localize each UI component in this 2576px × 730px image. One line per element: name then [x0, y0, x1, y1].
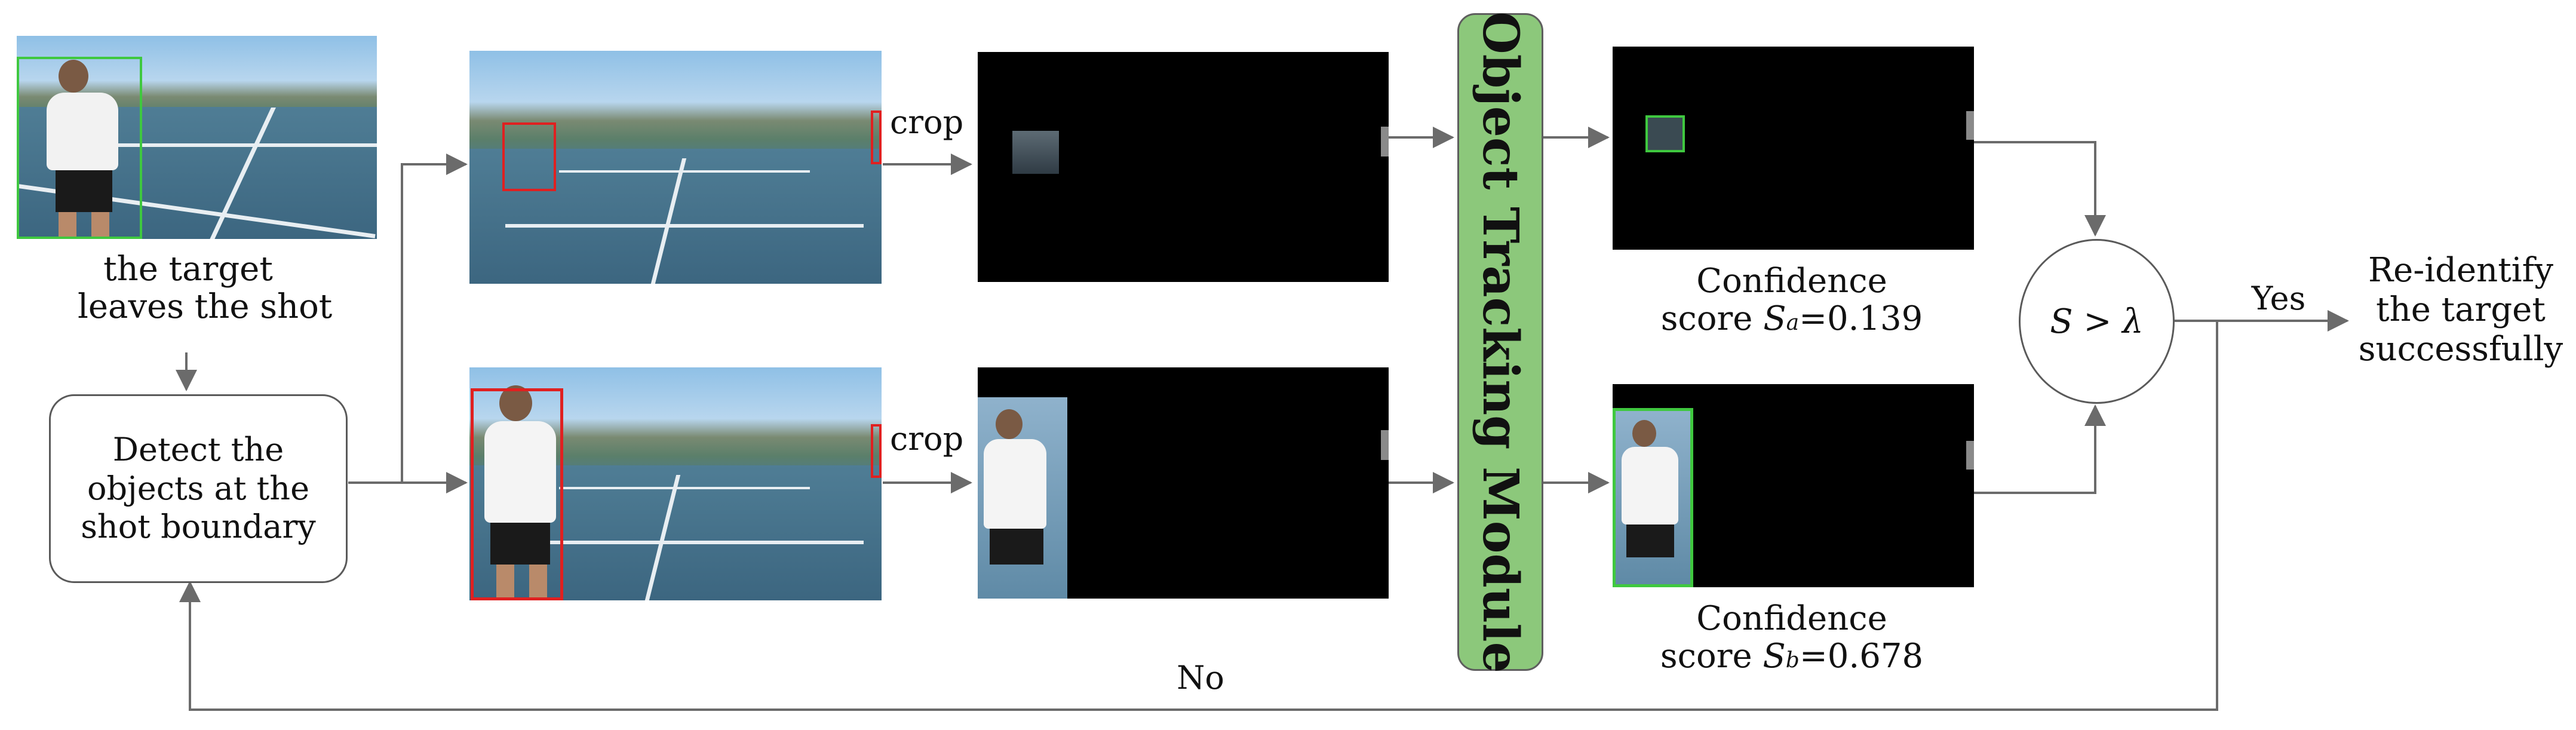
- result-label: Re-identify the target successfully: [2358, 251, 2563, 369]
- arrow-out-top-to-cond: [1974, 141, 2106, 237]
- threshold-condition-node: S > λ: [2019, 239, 2175, 404]
- output-panel-bottom: [1613, 384, 1974, 587]
- cropped-panel-top: [978, 52, 1389, 282]
- detected-person-box-right-bottom: [871, 424, 882, 478]
- object-tracking-module: Object Tracking Module: [1457, 11, 1543, 673]
- confidence-score-b: Confidence score Sb=0.678: [1660, 599, 1924, 676]
- output-panel-top: [1613, 47, 1974, 250]
- target-leaves-label: the target leaves the shot: [78, 250, 333, 326]
- source-frame-image: [17, 36, 377, 239]
- crop-label-top: crop: [890, 103, 964, 141]
- tracked-box-bottom: [1613, 408, 1693, 587]
- arrow-to-top-frame: [401, 154, 468, 483]
- yes-label: Yes: [2251, 280, 2306, 317]
- cropped-panel-bottom: [978, 367, 1389, 599]
- target-bounding-box: [17, 57, 142, 239]
- detect-objects-box: Detect the objects at the shot boundary: [49, 394, 348, 583]
- shot-frame-top-image: [469, 51, 882, 284]
- no-label: No: [1177, 659, 1224, 697]
- arrow-no-loop: [179, 321, 2218, 711]
- crop-label-bottom: crop: [890, 420, 964, 458]
- detected-person-box-bottom: [471, 388, 563, 600]
- object-tracking-module-label: Object Tracking Module: [1472, 11, 1529, 673]
- arrow-out-bottom-to-cond: [1974, 404, 2106, 494]
- detected-person-box-right-top: [871, 111, 882, 164]
- detected-person-box-top: [502, 122, 556, 191]
- confidence-score-a: Confidence score Sa=0.139: [1660, 262, 1923, 338]
- tracked-box-top: [1645, 115, 1685, 152]
- shot-frame-bottom-image: [469, 367, 882, 600]
